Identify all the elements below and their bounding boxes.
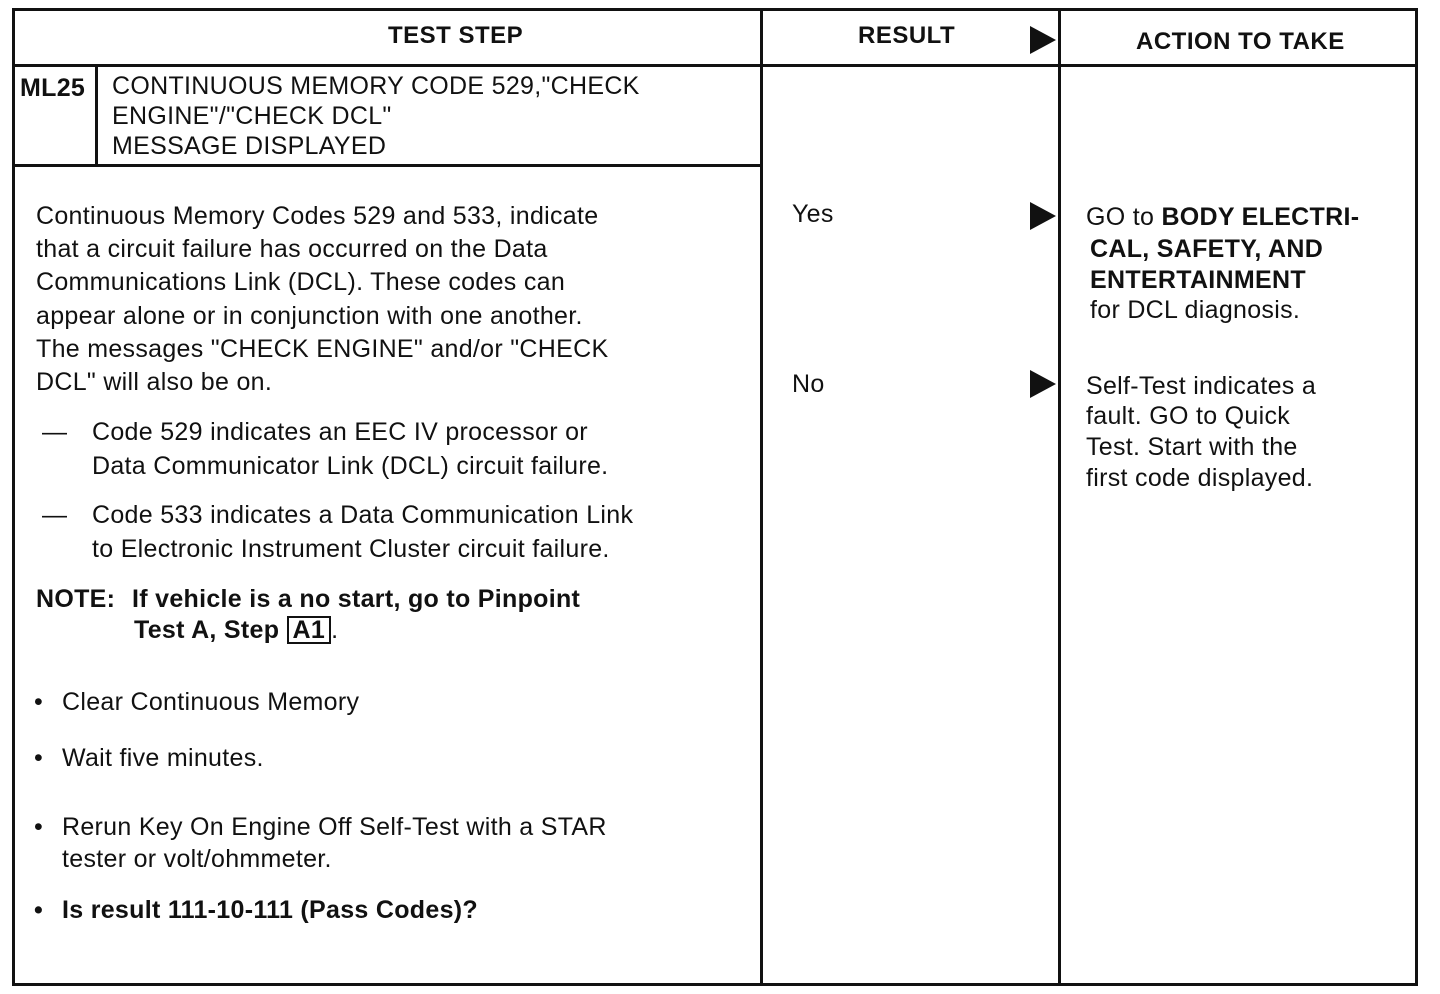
action-no-line: fault. GO to Quick	[1086, 402, 1291, 430]
bullet-marker: •	[34, 688, 44, 716]
intro-line: Continuous Memory Codes 529 and 533, ind…	[36, 202, 599, 230]
step-id-divider	[95, 64, 98, 165]
step-title-line: ENGINE"/"CHECK DCL"	[112, 102, 392, 130]
result-yes: Yes	[792, 200, 834, 228]
intro-line: Communications Link (DCL). These codes c…	[36, 268, 566, 296]
bullet-item: tester or volt/ohmmeter.	[62, 845, 332, 873]
note-line-prefix: Test A, Step	[134, 616, 280, 644]
dash-item-line: Code 533 indicates a Data Communication …	[92, 501, 634, 529]
arrow-right-icon	[1030, 202, 1056, 230]
action-yes-prefix: GO to	[1086, 203, 1162, 231]
dash-item-line: Code 529 indicates an EEC IV processor o…	[92, 418, 588, 446]
pinpoint-step-link[interactable]: A1	[286, 616, 332, 644]
step-title-line: CONTINUOUS MEMORY CODE 529,"CHECK	[112, 72, 640, 100]
arrow-right-icon	[1030, 370, 1056, 398]
dash-item-line: to Electronic Instrument Cluster circuit…	[92, 535, 610, 563]
note-label: NOTE:	[36, 585, 116, 613]
bullet-marker: •	[34, 744, 44, 772]
arrow-right-icon	[1030, 26, 1056, 54]
bullet-marker: •	[34, 813, 44, 841]
intro-line: The messages "CHECK ENGINE" and/or "CHEC…	[36, 335, 609, 363]
step-id: ML25	[20, 74, 86, 102]
action-yes-line: CAL, SAFETY, AND	[1090, 235, 1324, 263]
intro-line: DCL" will also be on.	[36, 368, 273, 396]
dash-item-line: Data Communicator Link (DCL) circuit fai…	[92, 452, 609, 480]
bullet-item: Wait five minutes.	[62, 744, 264, 772]
note-suffix: .	[331, 616, 339, 644]
column-divider	[760, 8, 763, 986]
bullet-item: Rerun Key On Engine Off Self-Test with a…	[62, 813, 607, 841]
bullet-item: Is result 111-10-111 (Pass Codes)?	[62, 896, 478, 924]
action-no-line: Self-Test indicates a	[1086, 372, 1317, 400]
intro-line: that a circuit failure has occurred on t…	[36, 235, 548, 263]
action-yes-line: for DCL diagnosis.	[1090, 296, 1301, 324]
note-line: If vehicle is a no start, go to Pinpoint	[132, 585, 581, 613]
column-divider	[1058, 8, 1061, 986]
bullet-marker: •	[34, 896, 44, 924]
header-divider	[12, 64, 1418, 67]
action-no-line: Test. Start with the	[1086, 433, 1298, 461]
dash-marker: —	[42, 418, 68, 446]
step-title-line: MESSAGE DISPLAYED	[112, 132, 387, 160]
action-yes-line: GO to BODY ELECTRI-	[1086, 201, 1359, 234]
action-yes-line: ENTERTAINMENT	[1090, 266, 1306, 294]
table-frame	[12, 8, 1418, 986]
header-test-step: TEST STEP	[388, 22, 524, 49]
header-action: ACTION TO TAKE	[1136, 28, 1345, 55]
action-no-line: first code displayed.	[1086, 464, 1314, 492]
intro-line: appear alone or in conjunction with one …	[36, 302, 583, 330]
bullet-item: Clear Continuous Memory	[62, 688, 360, 716]
header-result: RESULT	[858, 22, 956, 49]
action-yes-target: BODY ELECTRI-	[1161, 203, 1360, 231]
result-no: No	[792, 370, 825, 398]
step-title-divider	[12, 164, 762, 167]
dash-marker: —	[42, 501, 68, 529]
note-line: Test A, Step A1.	[134, 614, 338, 647]
